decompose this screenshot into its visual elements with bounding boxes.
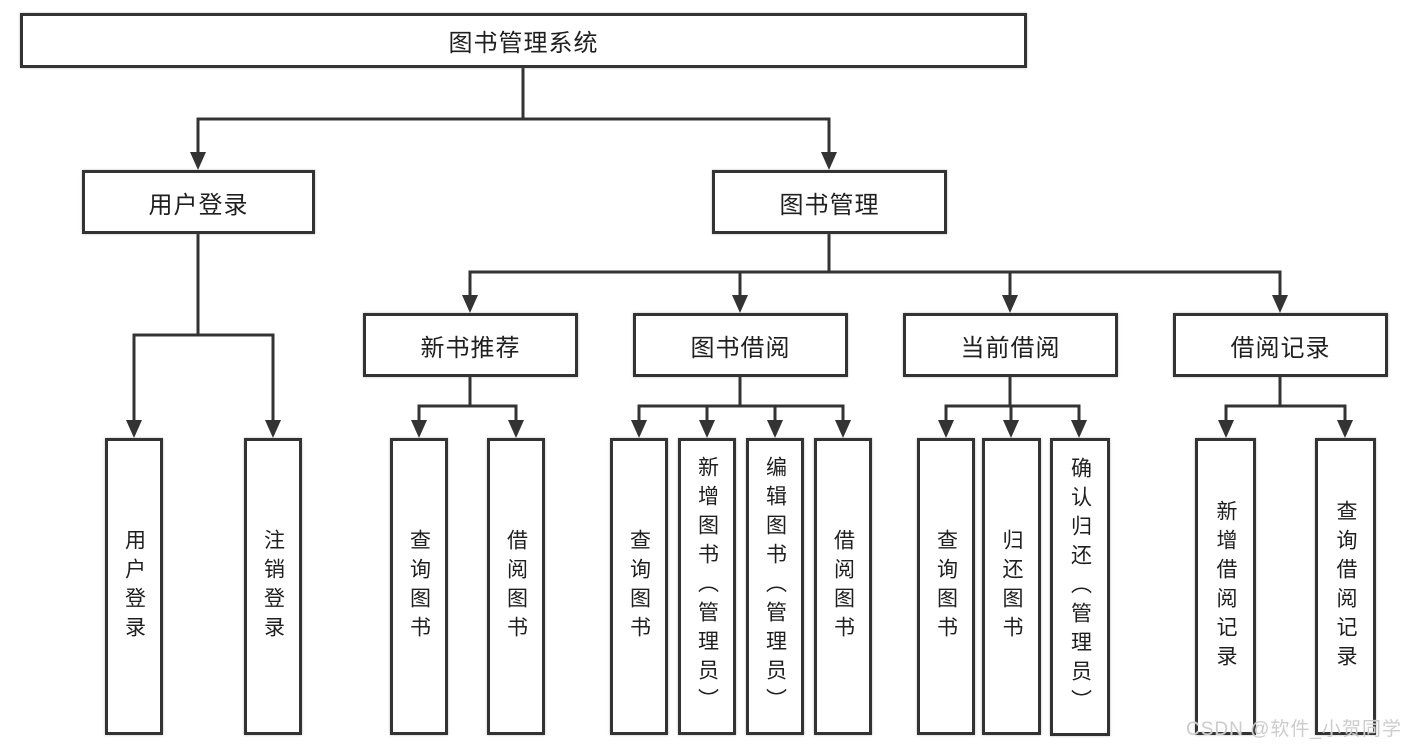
watermark: CSDN @软件_小贺同学	[1186, 719, 1402, 740]
node-book-management: 图书管理	[712, 170, 947, 234]
node-root: 图书管理系统	[20, 13, 1027, 68]
node-leaf-user-login: 用户登录	[105, 438, 163, 735]
node-leaf-logout: 注销登录	[244, 438, 302, 735]
node-leaf-edit-book: 编辑图书（管理员）	[746, 438, 804, 735]
node-leaf-query-books-1: 查询图书	[390, 438, 448, 735]
node-leaf-query-books-2: 查询图书	[610, 438, 668, 735]
arrowheads	[126, 152, 1353, 438]
node-leaf-query-borrow-record: 查询借阅记录	[1315, 438, 1376, 735]
node-leaf-add-borrow-record: 新增借阅记录	[1195, 438, 1256, 735]
node-user-login: 用户登录	[82, 170, 315, 234]
connector-lines	[132, 68, 1347, 422]
node-leaf-borrow-books-2: 借阅图书	[814, 438, 872, 735]
node-new-book-recommend: 新书推荐	[363, 313, 578, 377]
node-current-borrow: 当前借阅	[903, 313, 1118, 377]
node-leaf-confirm-return: 确认归还（管理员）	[1050, 438, 1110, 736]
node-leaf-query-books-3: 查询图书	[917, 438, 975, 735]
node-borrow-records: 借阅记录	[1173, 313, 1388, 377]
node-leaf-borrow-books-1: 借阅图书	[487, 438, 545, 735]
node-leaf-add-book: 新增图书（管理员）	[678, 438, 736, 735]
node-book-borrow: 图书借阅	[633, 313, 848, 377]
node-leaf-return-book: 归还图书	[982, 438, 1041, 735]
